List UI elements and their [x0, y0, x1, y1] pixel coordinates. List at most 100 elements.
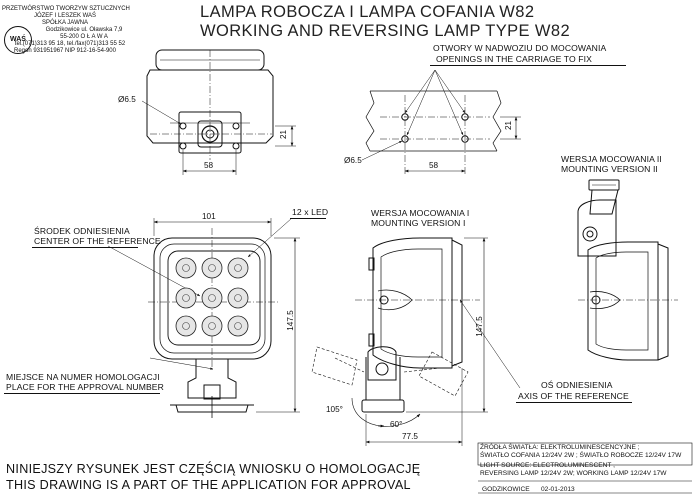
- side2-top-mount: [588, 179, 620, 191]
- led-core-6: [234, 294, 242, 302]
- label-homolog-pl: MIEJSCE NA NUMER HOMOLOGACJI: [6, 372, 160, 382]
- leader-hole-1: [404, 69, 436, 114]
- side1-housing: [372, 237, 453, 369]
- company-line-5: 55-200 O Ł A W A: [60, 34, 108, 40]
- dim-text-diameter-holes: Ø6.5: [344, 156, 362, 165]
- label-mount1-pl: WERSJA MOCOWANIA I: [371, 208, 470, 218]
- ghost-line-b: [403, 367, 441, 373]
- led-core-1: [182, 264, 190, 272]
- dim-text-60: 60°: [390, 420, 403, 429]
- top-view-hole-left: [179, 122, 187, 130]
- underline-center: [32, 247, 138, 248]
- title-pl: LAMPA ROBOCZA I LAMPA COFANIA W82: [200, 3, 535, 21]
- led-lens-4: [175, 287, 197, 309]
- label-center-en: CENTER OF THE REFERENCE: [34, 236, 161, 246]
- note-source-pl-2: ŚWIATŁO COFANIA 12/24V 2W ; ŚWIATŁO ROBO…: [480, 452, 682, 459]
- leader-axis-reference: [459, 299, 521, 389]
- side1-hinge-bottom: [368, 333, 375, 347]
- side1-bracket-bolt: [375, 362, 389, 376]
- side2-housing: [587, 241, 659, 361]
- dim-text-105: 105°: [326, 405, 343, 414]
- footer-pl: NINIEJSZY RYSUNEK JEST CZĘŚCIĄ WNIOSKU O…: [6, 462, 421, 476]
- label-homolog-en: PLACE FOR THE APPROVAL NUMBER: [6, 382, 164, 392]
- leader-leds: [247, 217, 293, 258]
- dim-text-775: 77.5: [402, 432, 418, 441]
- led-lens-2: [201, 257, 223, 279]
- top-view-hole-left-2: [179, 142, 187, 150]
- led-lens-5: [201, 287, 223, 309]
- led-core-2: [208, 264, 216, 272]
- side1-base: [361, 399, 405, 413]
- top-view: [141, 49, 296, 175]
- front-housing: [153, 237, 272, 360]
- label-mount2-en: MOUNTING VERSION II: [561, 164, 658, 174]
- label-center-pl: ŚRODEK ODNIESIENIA: [34, 226, 130, 236]
- carriage-break-left: [365, 90, 375, 152]
- label-mount2-pl: WERSJA MOCOWANIA II: [561, 154, 662, 164]
- led-lens-9: [227, 315, 249, 337]
- led-core-8: [208, 322, 216, 330]
- led-core-7: [182, 322, 190, 330]
- footer-place: GODZIKOWICE: [482, 486, 530, 493]
- company-line-2: JÓZEF I LESZEK WAŚ: [33, 13, 97, 19]
- led-core-4: [182, 294, 190, 302]
- side1-bracket-knuckle: [367, 346, 397, 381]
- ghost-tilt-right: [418, 351, 469, 397]
- dim-text-21-holes: 21: [504, 120, 514, 131]
- underline-axis: [516, 402, 632, 403]
- note-source-en-1: LIGHT SOURCE: ELECTROLUMINESCENT ,: [480, 462, 615, 469]
- side2-bracket-knob-center: [586, 230, 594, 238]
- side-view-mounting-1: [311, 237, 521, 446]
- led-lens-6: [227, 287, 249, 309]
- leader-hole-3: [406, 69, 436, 136]
- front-view: [107, 217, 300, 418]
- leader-center-reference: [107, 245, 201, 297]
- company-line-6: tel.(071)313 95 18, tel./fax(071)313 55 …: [14, 41, 126, 47]
- side1-housing-inner: [380, 248, 443, 358]
- label-mount1-en: MOUNTING VERSION I: [371, 218, 466, 228]
- leader-diameter-holes: [361, 140, 403, 161]
- underline-leds: [290, 218, 326, 219]
- angle-arc-60: [377, 413, 421, 427]
- led-lens-7: [175, 315, 197, 337]
- led-lens-8: [201, 315, 223, 337]
- side2-housing-inner: [595, 251, 649, 351]
- company-line-4: Godzikowice ul. Oławska 7,9: [45, 27, 123, 33]
- holes-pattern-view: [361, 69, 521, 175]
- label-axis-en: AXIS OF THE REFERENCE: [518, 391, 629, 401]
- led-lens-1: [175, 257, 197, 279]
- footer-date: 02-01-2013: [541, 486, 575, 493]
- side2-lens-edge: [657, 243, 669, 361]
- top-view-housing: [146, 69, 274, 144]
- side2-post: [589, 189, 619, 215]
- led-core-5: [208, 294, 216, 302]
- company-logo: WAŚ: [4, 26, 32, 54]
- label-axis-pl: OŚ ODNIESIENIA: [541, 380, 613, 390]
- led-lens-3: [227, 257, 249, 279]
- dim-text-1475-side: 147.5: [474, 316, 484, 337]
- dim-text-101: 101: [202, 212, 216, 221]
- company-line-1: PRZETWÓRSTWO TWORZYW SZTUCZNYCH: [2, 6, 130, 12]
- ghost-tilt-left: [311, 346, 358, 386]
- side2-bracket: [577, 199, 617, 257]
- led-core-3: [234, 264, 242, 272]
- side2-bracket-knob: [582, 226, 598, 242]
- dim-text-diameter-top: Ø6.5: [118, 95, 136, 104]
- front-housing-inner: [159, 243, 266, 354]
- led-core-9: [234, 322, 242, 330]
- front-lens: [167, 250, 261, 346]
- leader-diameter-top: [141, 100, 182, 125]
- leader-hole-4: [434, 69, 464, 136]
- dim-text-58-top: 58: [204, 161, 214, 170]
- company-line-3: SPÓŁKA JAWNA: [41, 20, 89, 26]
- side-view-mounting-2: [577, 179, 678, 361]
- ghost-line-a: [334, 357, 365, 373]
- notes-frame: [477, 442, 693, 466]
- side1-hinge-top: [368, 257, 375, 271]
- label-leds: 12 x LED: [292, 207, 329, 217]
- leader-approval: [149, 357, 214, 370]
- note-source-pl-1: ŹRÓDŁA ŚWIATŁA: ELEKTROLUMINESCENCYJNE ;: [480, 444, 640, 451]
- underline-holes: [430, 65, 626, 66]
